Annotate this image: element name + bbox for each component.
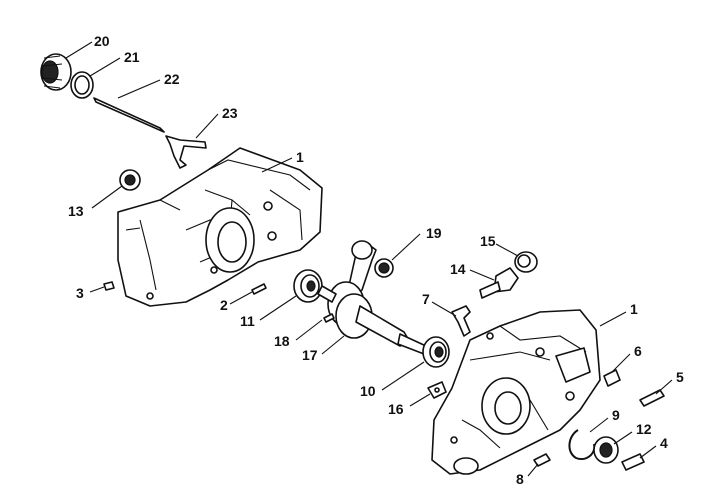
part-15-cap (514, 251, 538, 273)
label-22: 22 (164, 71, 180, 87)
part-labels: 20 21 22 23 1 13 19 15 14 3 2 7 11 18 17… (68, 33, 684, 487)
label-15: 15 (480, 233, 496, 249)
label-2: 2 (220, 297, 228, 313)
part-5-stud (639, 389, 665, 407)
label-8: 8 (516, 471, 524, 487)
part-8-screw (533, 453, 551, 467)
label-1-top: 1 (296, 149, 304, 165)
part-9-circlip (568, 429, 596, 460)
label-19: 19 (426, 225, 442, 241)
part-22-wire (93, 97, 165, 133)
part-16-tab (427, 381, 447, 399)
label-20: 20 (94, 33, 110, 49)
label-17: 17 (302, 347, 318, 363)
part-10-bearing (422, 336, 450, 368)
part-21-washer (70, 71, 94, 99)
label-1-right: 1 (630, 301, 638, 317)
label-14: 14 (450, 261, 466, 277)
label-4: 4 (660, 435, 668, 451)
label-3: 3 (76, 285, 84, 301)
part-17-crankshaft (317, 240, 427, 355)
part-6-sleeve (603, 369, 621, 387)
part-14-pickup (479, 267, 519, 299)
part-18-key (323, 313, 335, 323)
label-18: 18 (274, 333, 290, 349)
part-7-tube (451, 305, 471, 337)
label-6: 6 (634, 343, 642, 359)
part-13-seal (119, 169, 141, 191)
label-9: 9 (612, 407, 620, 423)
label-7: 7 (422, 291, 430, 307)
leader-lines (65, 41, 673, 477)
part-2-dowel (251, 283, 267, 295)
label-21: 21 (124, 49, 140, 65)
part-20-gear (40, 53, 72, 91)
part-23-lever (165, 135, 207, 169)
label-16: 16 (388, 401, 404, 417)
label-10: 10 (360, 383, 376, 399)
label-11: 11 (240, 313, 255, 329)
part-1-crankcase-right (431, 309, 601, 475)
part-1-crankcase-left (117, 147, 323, 307)
label-13: 13 (68, 203, 84, 219)
part-11-bearing (293, 269, 323, 303)
label-12: 12 (636, 421, 652, 437)
part-3-pin (103, 281, 115, 291)
part-4-stud (621, 453, 645, 471)
part-12-seal (593, 436, 619, 464)
label-23: 23 (222, 105, 238, 121)
label-5: 5 (676, 369, 684, 385)
part-19-needle-cage (374, 258, 394, 278)
